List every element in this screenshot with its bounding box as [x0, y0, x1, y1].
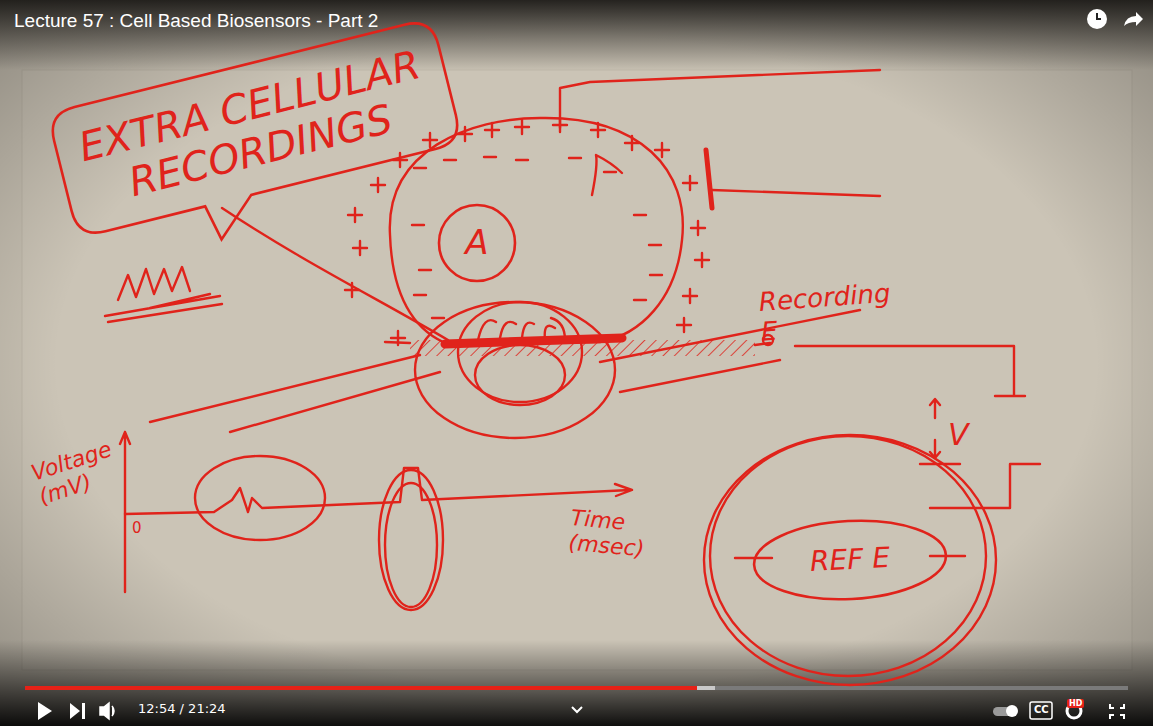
progress-played	[25, 686, 697, 690]
node-shape	[439, 205, 515, 281]
spike-highlight	[379, 470, 443, 610]
top-wire	[560, 70, 880, 128]
next-icon	[70, 703, 85, 719]
time-axis	[125, 468, 632, 514]
charge-signs	[345, 118, 709, 345]
node-shape	[752, 516, 948, 604]
bottom-bar	[0, 640, 1153, 726]
electrode-label: Recording E	[758, 278, 912, 348]
progress-track	[25, 686, 1128, 690]
side-wire	[712, 190, 880, 196]
play-icon	[38, 702, 52, 720]
clock-hands	[1097, 13, 1101, 19]
reference-outer-circle-2	[710, 436, 986, 676]
toggle-knob	[1006, 705, 1018, 717]
progress-buffer	[25, 686, 715, 690]
side-electrode	[706, 150, 712, 208]
volume-icon	[100, 703, 114, 719]
voltage-marker	[930, 399, 940, 458]
recording-wire	[795, 346, 1025, 396]
reference-outer-circle	[704, 435, 996, 685]
clock-icon	[1087, 9, 1107, 29]
base-lines	[150, 310, 860, 432]
field-sketch	[105, 267, 222, 322]
cc-button: CC	[1034, 704, 1054, 716]
axis-label: Time (msec)	[568, 505, 682, 565]
cell-membrane	[390, 118, 683, 345]
electrode-zoom-circle	[415, 302, 615, 438]
circled-symbol: A	[439, 205, 515, 281]
voltage-symbol: V	[948, 418, 988, 453]
fullscreen-icon	[1110, 704, 1124, 719]
video-time: 12:54 / 21:24	[138, 702, 278, 717]
hd-badge: HD	[1067, 699, 1084, 708]
chevron-icon	[572, 707, 582, 712]
electrode-pad	[445, 338, 622, 344]
share-icon	[1124, 12, 1143, 26]
substrate-line	[385, 342, 770, 345]
spike-highlight-2	[385, 483, 437, 607]
signal-highlight	[195, 456, 325, 540]
top-bar	[0, 0, 1153, 70]
video-title: Lecture 57 : Cell Based Biosensors - Par…	[14, 10, 378, 32]
cell-bump	[592, 155, 622, 195]
charge-signs	[345, 118, 709, 345]
node-text: A	[457, 223, 497, 262]
node-text: REF E	[789, 541, 911, 579]
voltage-axis	[120, 432, 130, 592]
axis-origin: 0	[132, 520, 152, 537]
node-shape	[47, 18, 471, 273]
reference-electrode: REF E	[752, 516, 948, 604]
